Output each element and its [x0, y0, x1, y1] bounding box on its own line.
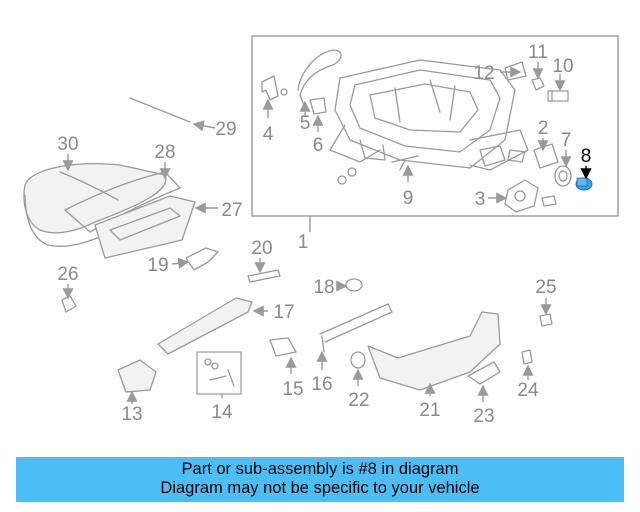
- part-15-bracket[interactable]: [269, 337, 297, 357]
- part-16-rail[interactable]: [319, 303, 393, 353]
- frame-small-fittings: [337, 167, 357, 185]
- callout-11[interactable]: 11: [528, 42, 548, 63]
- part-25-fitting[interactable]: [539, 313, 553, 327]
- callout-19[interactable]: 19: [147, 255, 168, 276]
- part-10-bolt[interactable]: [547, 90, 569, 102]
- callout-7[interactable]: 7: [561, 130, 572, 151]
- part-2-bracket[interactable]: [533, 143, 559, 169]
- part-3-mechanism[interactable]: [504, 179, 539, 213]
- part-17-trim[interactable]: [157, 297, 253, 355]
- part-14-hardware-kit[interactable]: [196, 351, 242, 395]
- part-5-cable[interactable]: [297, 49, 342, 109]
- part-11-nut[interactable]: [531, 77, 545, 91]
- callout-12[interactable]: 12: [473, 63, 494, 84]
- info-banner: Part or sub-assembly is #8 in diagram Di…: [16, 457, 624, 502]
- part-6-clip[interactable]: [309, 97, 327, 115]
- part-21-side-cover[interactable]: [367, 311, 501, 391]
- part-8-highlighted[interactable]: [575, 177, 593, 191]
- part-23-lever[interactable]: [467, 361, 501, 385]
- part-7-cap[interactable]: [554, 165, 572, 187]
- banner-line-1: Part or sub-assembly is #8 in diagram: [181, 460, 459, 478]
- callout-25[interactable]: 25: [535, 277, 556, 298]
- callout-29[interactable]: 29: [215, 119, 236, 140]
- callout-14[interactable]: 14: [211, 402, 233, 423]
- callout-1[interactable]: 1: [298, 232, 309, 253]
- callout-6[interactable]: 6: [313, 135, 324, 156]
- callout-4[interactable]: 4: [263, 124, 274, 145]
- leader-lines: [62, 62, 592, 404]
- part-29-wire[interactable]: [129, 97, 191, 123]
- callout-16[interactable]: 16: [311, 374, 332, 395]
- banner-line-2: Diagram may not be specific to your vehi…: [160, 479, 480, 497]
- part-4-bracket[interactable]: [261, 75, 288, 101]
- seat-frame-group-box: [251, 35, 619, 217]
- callout-labels: 1 2 3 4 5 6 7 8 9 10 11 12 13 14 15 16 1…: [57, 42, 591, 427]
- callout-2[interactable]: 2: [538, 118, 549, 139]
- callout-30[interactable]: 30: [57, 134, 78, 155]
- callout-27[interactable]: 27: [221, 200, 242, 221]
- part-18-knob[interactable]: [345, 278, 363, 292]
- callout-15[interactable]: 15: [282, 379, 303, 400]
- part-27-pad[interactable]: [94, 195, 196, 259]
- callout-20[interactable]: 20: [251, 238, 272, 259]
- callout-8[interactable]: 8: [581, 146, 592, 167]
- callout-24[interactable]: 24: [517, 380, 539, 401]
- callout-10[interactable]: 10: [552, 56, 573, 77]
- part-24-fitting[interactable]: [521, 349, 533, 365]
- callout-26[interactable]: 26: [57, 264, 78, 285]
- callout-22[interactable]: 22: [348, 390, 369, 411]
- part-12-bracket[interactable]: [504, 61, 527, 81]
- part-3-bolt: [541, 195, 557, 207]
- callout-9[interactable]: 9: [403, 188, 414, 209]
- callout-28[interactable]: 28: [154, 142, 175, 163]
- part-26-clip[interactable]: [61, 295, 77, 313]
- callout-13[interactable]: 13: [121, 404, 142, 425]
- part-20-strip[interactable]: [247, 269, 281, 283]
- part-22-cap[interactable]: [350, 351, 366, 369]
- part-19-bracket[interactable]: [185, 247, 219, 271]
- callout-17[interactable]: 17: [273, 302, 294, 323]
- part-13-bracket[interactable]: [117, 359, 157, 393]
- callout-21[interactable]: 21: [419, 400, 440, 421]
- callout-23[interactable]: 23: [473, 406, 494, 427]
- callout-5[interactable]: 5: [300, 113, 311, 134]
- callout-3[interactable]: 3: [475, 189, 486, 210]
- seat-frame-part[interactable]: [329, 59, 529, 171]
- callout-18[interactable]: 18: [313, 277, 334, 298]
